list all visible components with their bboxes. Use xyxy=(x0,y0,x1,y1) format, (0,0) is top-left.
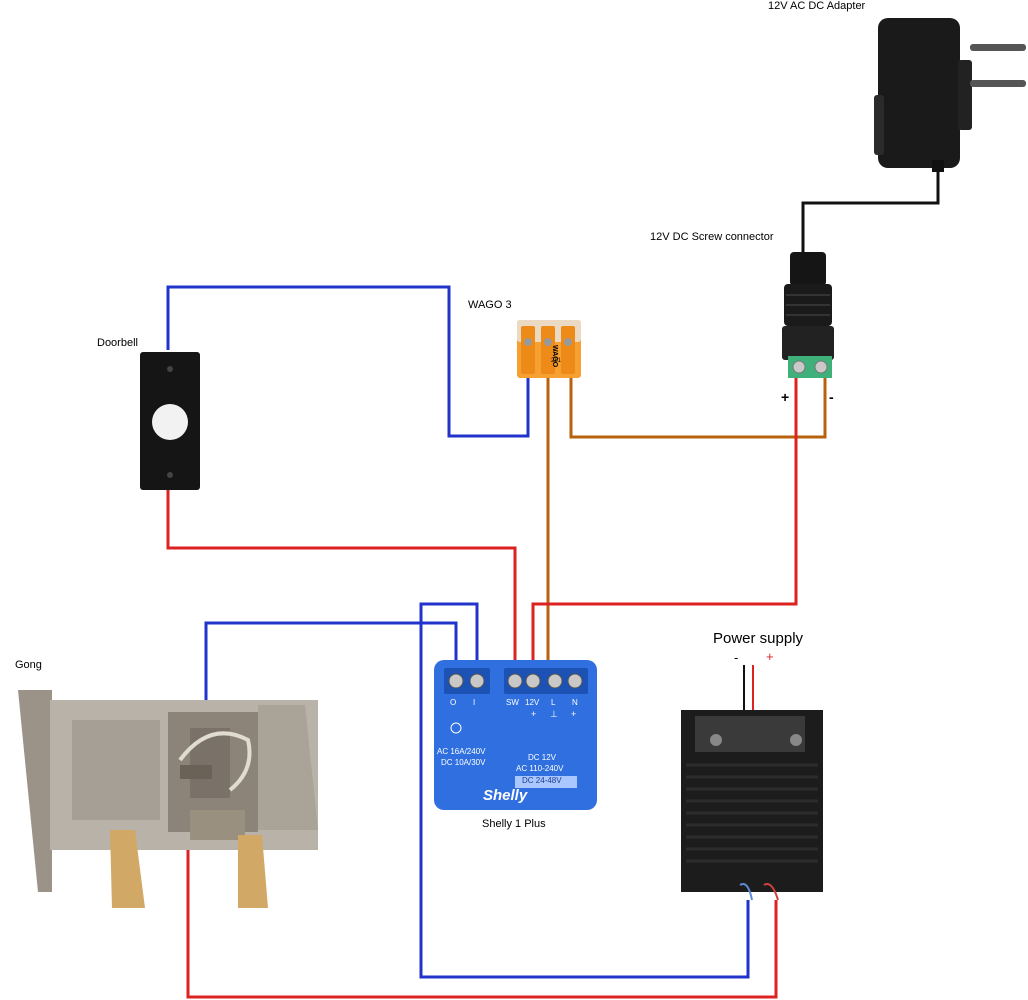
wire-blue-doorbell-wago xyxy=(166,285,530,438)
power-supply-label: Power supply xyxy=(713,630,804,647)
doorbell-device xyxy=(140,352,200,490)
shelly-supply-3: DC 24-48V xyxy=(522,776,562,785)
dc-screw-connector xyxy=(782,252,834,378)
shelly-rating-ac: AC 16A/240V xyxy=(437,747,486,756)
shelly-brand-logo: Shelly xyxy=(483,787,528,804)
shelly-supply-1: DC 12V xyxy=(528,753,557,762)
wire-black-adapter-connector xyxy=(801,165,940,262)
wire-blue-shelly-psu xyxy=(419,602,750,979)
shelly-supply-2: AC 110-240V xyxy=(516,764,564,773)
shelly-terminal-l: L xyxy=(551,698,556,707)
doorbell-label: Doorbell xyxy=(97,337,138,349)
shelly-terminal-sw: SW xyxy=(506,698,519,707)
shelly-terminal-o: O xyxy=(450,698,457,707)
shelly-rating-dc: DC 10A/30V xyxy=(441,758,486,767)
ps-plus-label: + xyxy=(766,649,774,664)
wire-red-doorbell-shelly xyxy=(166,490,517,665)
wire-red-gong-psu xyxy=(186,775,778,999)
shelly-terminal-n: N xyxy=(572,698,578,707)
ac-dc-adapter xyxy=(874,18,1026,172)
wire-brown-wago-connector xyxy=(569,378,827,439)
connector-plus-label: + xyxy=(781,389,790,405)
power-supply-device xyxy=(681,710,823,901)
wago-model-text: 221 xyxy=(551,358,562,364)
shelly-label: Shelly 1 Plus xyxy=(482,818,546,830)
shelly-symbol-plus-1: + xyxy=(531,709,537,719)
adapter-label: 12V AC DC Adapter xyxy=(768,0,866,12)
ps-minus-label: - xyxy=(734,650,739,665)
gong-label: Gong xyxy=(15,659,42,671)
screw-connector-label: 12V DC Screw connector xyxy=(650,231,774,243)
wago-connector xyxy=(517,320,581,378)
shelly-symbol-plus-2: + xyxy=(571,709,577,719)
connector-minus-label: - xyxy=(829,389,834,405)
shelly-terminal-12v: 12V xyxy=(525,698,540,707)
wire-red-connector-shelly xyxy=(531,378,798,665)
gong-device xyxy=(18,690,318,908)
shelly-1-plus xyxy=(434,660,597,810)
shelly-terminal-i: I xyxy=(473,698,476,707)
shelly-symbol-ground: ⊥ xyxy=(550,709,558,719)
wire-blue-shelly-gong xyxy=(204,621,458,770)
wago-label: WAGO 3 xyxy=(468,299,512,311)
